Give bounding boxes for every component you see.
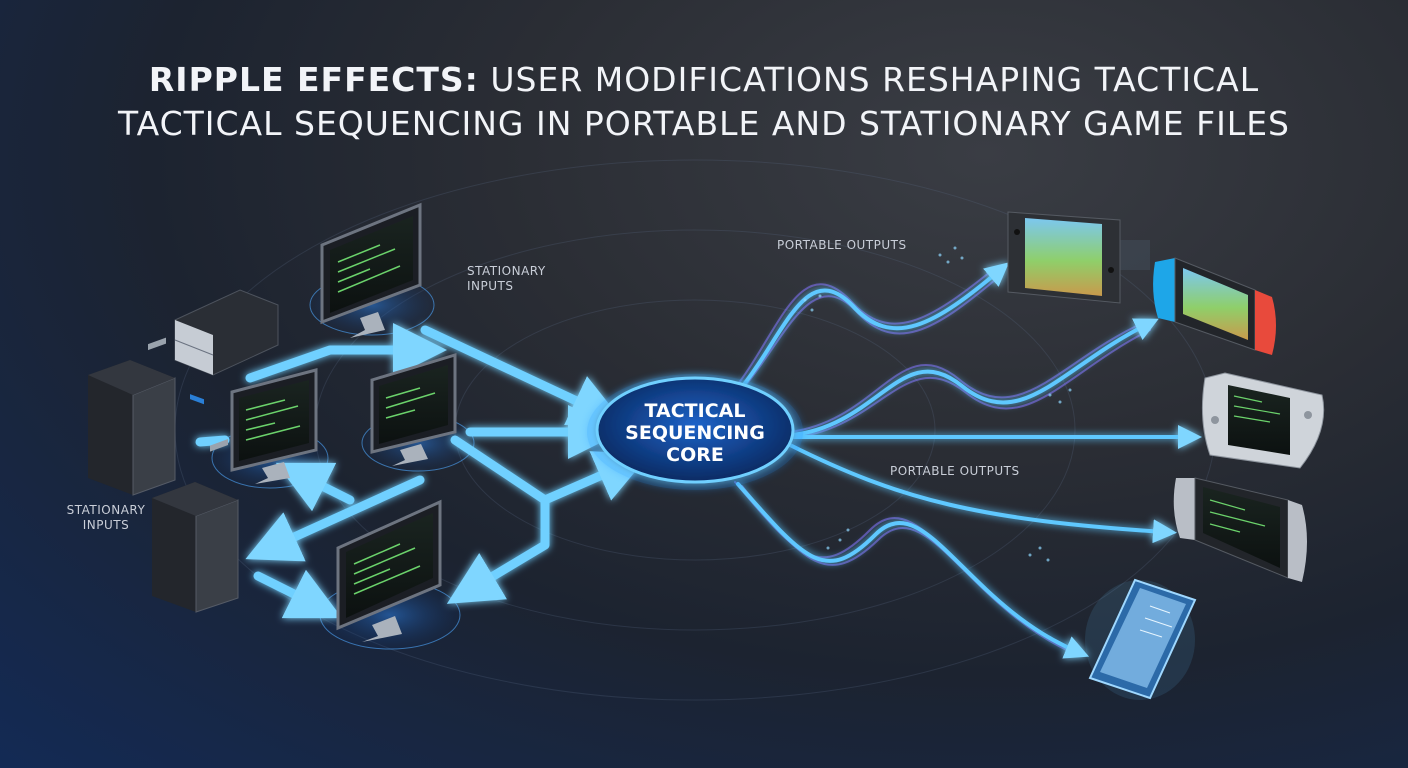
handheld-console-icon (1153, 257, 1276, 355)
flow-arrow (446, 435, 550, 604)
title-line-1: RIPPLE EFFECTS: USER MODIFICATIONS RESHA… (0, 58, 1408, 102)
core-label-line-1: TACTICAL (645, 400, 746, 422)
title-line-2: TACTICAL SEQUENCING IN PORTABLE AND STAT… (117, 104, 1290, 143)
output-arrow-phone (736, 482, 1090, 659)
server-rack-icon (174, 289, 279, 405)
handheld-console-icon (1007, 211, 1150, 304)
flow-arrow (540, 451, 650, 505)
flow-arrow (245, 475, 425, 562)
desktop-monitor-icon (230, 368, 318, 484)
handheld-console-icon (1173, 477, 1307, 582)
title-emphasis: RIPPLE EFFECTS: (148, 60, 479, 99)
output-arrow-top (736, 262, 1010, 394)
desktop-monitor-icon (370, 352, 457, 466)
psp-console-icon (1201, 372, 1325, 469)
flow-arrow (195, 435, 230, 447)
label-portable-outputs-mid: PORTABLE OUTPUTS (890, 464, 1020, 478)
flow-arrow (420, 325, 625, 425)
flow-arrow (275, 462, 355, 512)
stationary-flow-arrows (195, 323, 650, 619)
title-line-1-rest: USER MODIFICATIONS RESHAPING TACTICAL (478, 60, 1260, 99)
desktop-monitor-icon (320, 202, 422, 338)
label-line: INPUTS (467, 279, 514, 293)
core-label-line-2: SEQUENCING (625, 422, 765, 444)
core-label-line-3: CORE (666, 444, 724, 466)
diagram-title: RIPPLE EFFECTS: USER MODIFICATIONS RESHA… (0, 58, 1408, 146)
desktop-monitor-icon (336, 499, 442, 642)
label-stationary-inputs-top: STATIONARY INPUTS (467, 264, 546, 294)
tactical-sequencing-core: TACTICAL SEQUENCING CORE (587, 374, 803, 490)
portable-wave-flows (734, 262, 1202, 659)
label-portable-outputs-top: PORTABLE OUTPUTS (777, 238, 907, 252)
tower-pc-icon (152, 439, 239, 613)
tower-pc-icon (88, 337, 176, 496)
smartphone-icon (1085, 578, 1197, 700)
label-line: INPUTS (82, 518, 130, 532)
output-arrow-handheld (788, 443, 1177, 544)
flow-arrow (253, 569, 343, 619)
output-arrow-switch (790, 318, 1159, 437)
label-stationary-inputs-left: STATIONARY INPUTS (66, 503, 146, 533)
particle-dots (803, 246, 1072, 562)
label-line: STATIONARY (66, 503, 146, 517)
flow-arrow (245, 323, 447, 383)
label-line: STATIONARY (467, 264, 546, 278)
